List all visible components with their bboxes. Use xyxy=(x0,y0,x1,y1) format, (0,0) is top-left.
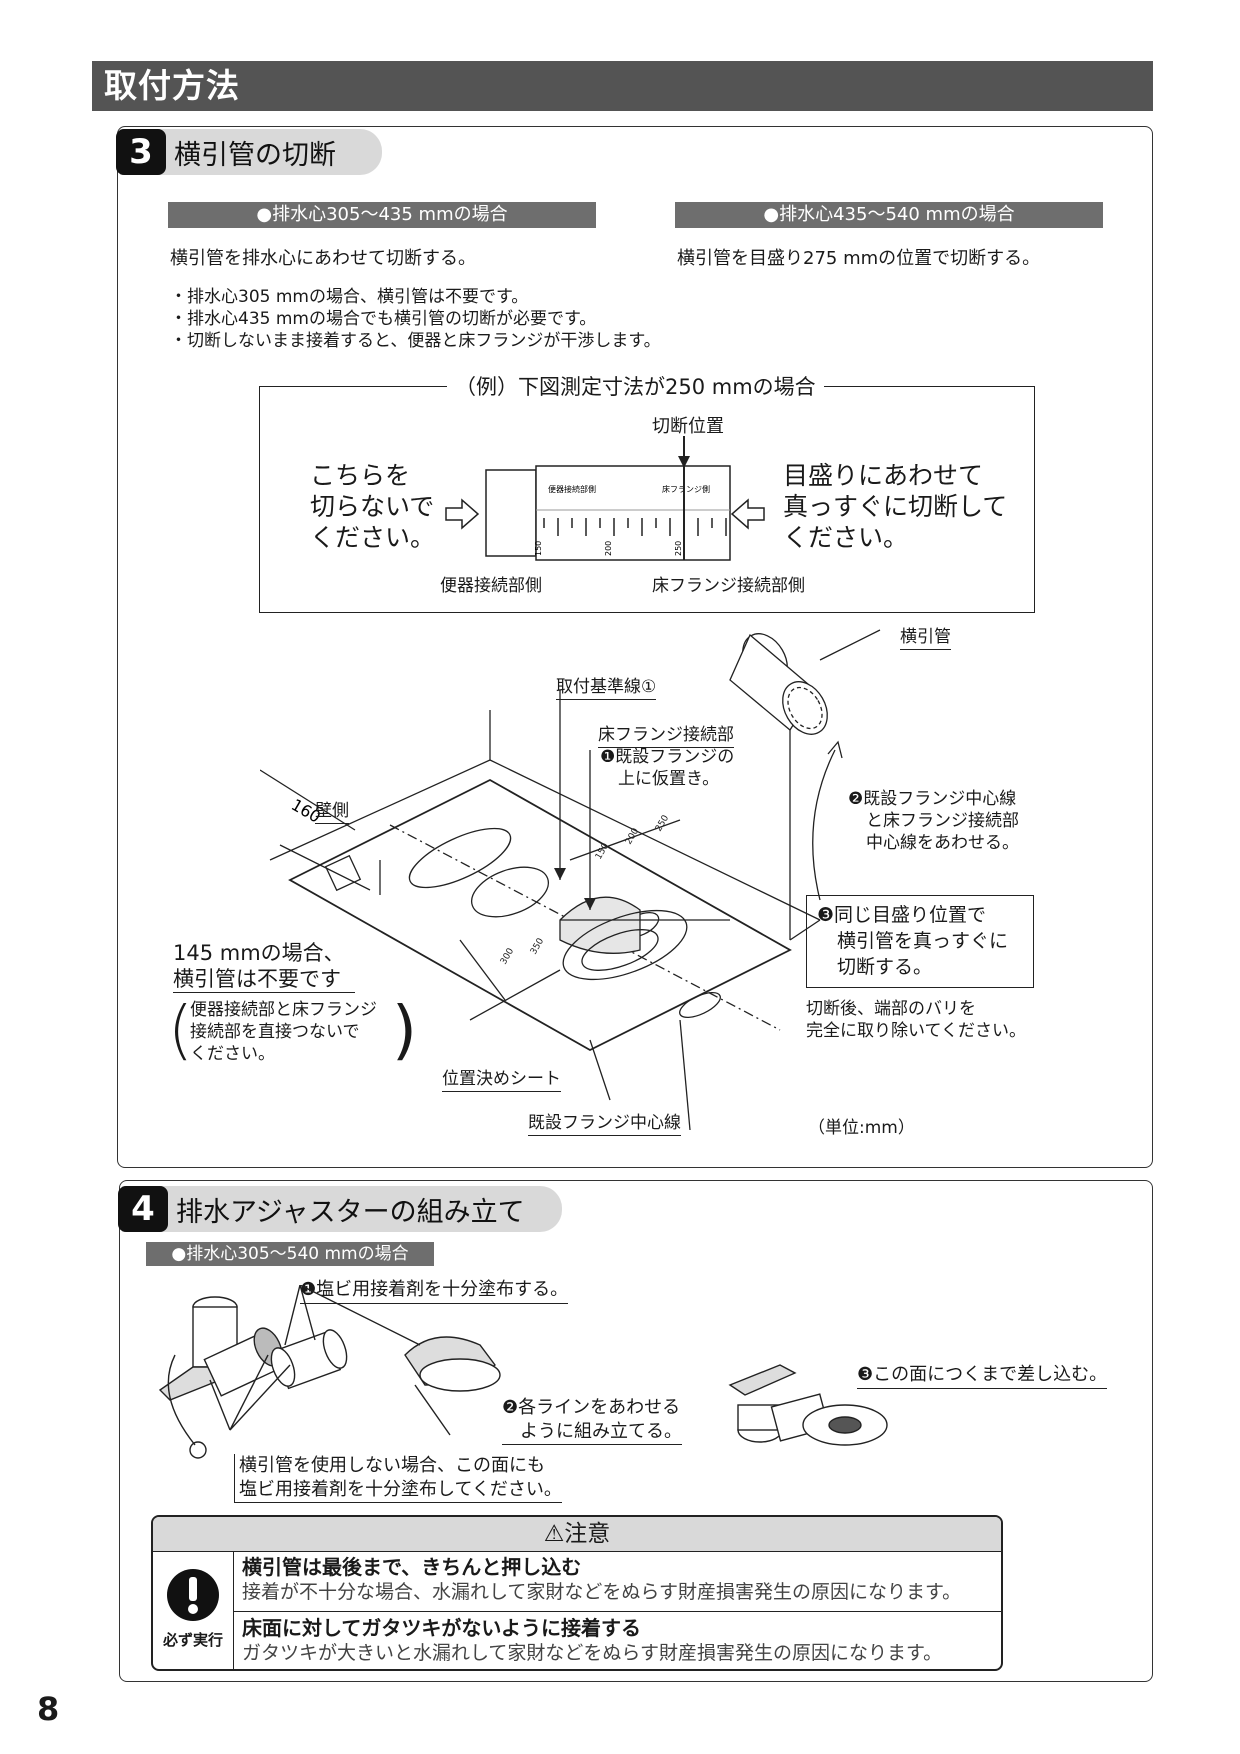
caution-item: 床面に対してガタツキがないように接着する ガタツキが大きいと水漏れして家財などを… xyxy=(234,1612,1001,1669)
installation-diagram: 160 150 200 250 300 350 xyxy=(260,629,881,1131)
mandatory-cell: 必ず実行 xyxy=(153,1551,234,1669)
step1-label: ❶既設フランジの 上に仮置き。 xyxy=(600,746,734,790)
step4-step2-line: ように組み立てる。 xyxy=(520,1421,682,1442)
mandatory-icon xyxy=(167,1569,219,1621)
step3-notes: ・排水心305 mmの場合、横引管は不要です。 ・排水心435 mmの場合でも横… xyxy=(170,286,661,352)
floor-flange-connection-label: 床フランジ接続部 xyxy=(598,720,734,748)
mandatory-label: 必ず実行 xyxy=(162,1631,223,1649)
step4-header: 4 排水アジャスターの組み立て xyxy=(118,1186,562,1232)
step3-callout: ❸同じ目盛り位置で 横引管を真っすぐに 切断する。 xyxy=(806,895,1034,988)
pipe-label-left: 便器接続部側 xyxy=(548,484,596,494)
left-note: こちらを 切らないで ください。 xyxy=(310,460,435,553)
no-pipe-note-line: 塩ビ用接着剤を十分塗布してください。 xyxy=(239,1479,562,1500)
paren-right: ) xyxy=(392,994,417,1068)
after-cut-line: 切断後、端部のバリを xyxy=(806,999,976,1019)
caution-item-title: 床面に対してガタツキがないように接着する xyxy=(242,1616,641,1640)
case-b-label: ●排水心435～540 mmの場合 xyxy=(675,202,1103,228)
left-note-line: 切らないで xyxy=(310,492,435,521)
adjuster-parts-illustration xyxy=(158,1285,501,1459)
step1-line: ❶既設フランジの xyxy=(600,747,735,767)
paren-note: ( 便器接続部と床フランジ 接続部を直接つないで ください。 ) xyxy=(168,995,420,1071)
case-a-instruction: 横引管を排水心にあわせて切断する。 xyxy=(170,248,476,269)
wall-side-label: 壁側 xyxy=(315,796,349,824)
caution-item: 横引管は最後まで、きちんと押し込む 接着が不十分な場合、水漏れして家財などをぬら… xyxy=(234,1551,1001,1612)
step3-line: 横引管を真っすぐに xyxy=(837,930,1009,952)
case-145-line: 横引管は不要です xyxy=(173,967,341,991)
step4-box xyxy=(119,1180,1153,1682)
horizontal-pipe-label: 横引管 xyxy=(900,622,951,650)
note-item: ・排水心435 mmの場合でも横引管の切断が必要です。 xyxy=(170,309,597,329)
step4-step3: ❸この面につくまで差し込む。 xyxy=(857,1360,1108,1389)
no-pipe-note-line: 横引管を使用しない場合、この面にも xyxy=(239,1455,545,1476)
step2-line: 中心線をあわせる。 xyxy=(866,833,1019,853)
step4-step2-line: ❷各ラインをあわせる xyxy=(502,1397,681,1418)
right-note-line: ください。 xyxy=(783,523,909,552)
bottom-left-label: 便器接続部側 xyxy=(440,576,542,596)
step4-case-label: ●排水心305～540 mmの場合 xyxy=(146,1242,434,1266)
right-note-line: 目盛りにあわせて xyxy=(783,461,984,490)
right-note-line: 真っすぐに切断して xyxy=(783,492,1008,521)
note-item: ・切断しないまま接着すると、便器と床フランジが干渉します。 xyxy=(170,331,661,351)
positioning-sheet-label: 位置決めシート xyxy=(442,1064,561,1092)
assembled-adjuster-illustration xyxy=(728,1364,888,1446)
step3-title: 横引管の切断 xyxy=(174,139,336,171)
tick-label: 250 xyxy=(674,541,683,556)
step4-no-pipe-note: 横引管を使用しない場合、この面にも 塩ビ用接着剤を十分塗布してください。 xyxy=(234,1454,562,1503)
step2-label: ❷既設フランジ中心線 と床フランジ接続部 中心線をあわせる。 xyxy=(848,788,1019,854)
step3-box xyxy=(117,126,1153,1168)
step3-line: ❸同じ目盛り位置で xyxy=(817,904,987,926)
page-number: 8 xyxy=(37,1690,60,1728)
paren-note-line: 接続部を直接つないで xyxy=(190,1022,360,1042)
step2-line: ❷既設フランジ中心線 xyxy=(848,789,1017,809)
right-note: 目盛りにあわせて 真っすぐに切断して ください。 xyxy=(783,460,1007,553)
example-title: （例）下図測定寸法が250 mmの場合 xyxy=(447,371,824,401)
note-item: ・排水心305 mmの場合、横引管は不要です。 xyxy=(170,287,529,307)
step3-line: 切断する。 xyxy=(837,956,933,978)
step4-step1: ❶塩ビ用接着剤を十分塗布する。 xyxy=(300,1275,569,1304)
after-cut-line: 完全に取り除いてください。 xyxy=(806,1021,1026,1041)
page-section-header: 取付方法 xyxy=(92,61,1153,111)
case-145-line: 145 mmの場合、 xyxy=(173,941,345,965)
step2-line: と床フランジ接続部 xyxy=(866,811,1019,831)
paren-note-line: ください。 xyxy=(190,1044,275,1064)
left-note-line: ください。 xyxy=(310,523,436,552)
tick-label: 200 xyxy=(604,541,613,556)
existing-flange-center-label: 既設フランジ中心線 xyxy=(528,1108,681,1136)
cut-position-label: 切断位置 xyxy=(652,416,724,437)
cut-pipe-illustration: 便器接続部側 床フランジ側 150 200 250 xyxy=(445,436,765,561)
case-145-note: 145 mmの場合、 横引管は不要です xyxy=(173,940,355,993)
case-b-instruction: 横引管を目盛り275 mmの位置で切断する。 xyxy=(677,248,1041,269)
step3-number: 3 xyxy=(116,129,166,175)
caution-table: ⚠注意 必ず実行 横引管は最後まで、きちんと押し込む 接着が不十分な場合、水漏れ… xyxy=(151,1515,1003,1671)
caution-item-desc: 接着が不十分な場合、水漏れして家財などをぬらす財産損害発生の原因になります。 xyxy=(242,1581,962,1603)
caution-heading: ⚠注意 xyxy=(153,1517,1001,1552)
paren-note-line: 便器接続部と床フランジ xyxy=(190,1000,377,1020)
reference-line-label: 取付基準線① xyxy=(556,672,657,700)
tick-label: 150 xyxy=(534,541,543,556)
bottom-right-label: 床フランジ接続部側 xyxy=(652,576,805,596)
case-a-label: ●排水心305～435 mmの場合 xyxy=(168,202,596,228)
step1-line: 上に仮置き。 xyxy=(618,769,720,789)
left-note-line: こちらを xyxy=(310,461,411,490)
step4-title: 排水アジャスターの組み立て xyxy=(176,1196,525,1228)
unit-label: （単位:mm） xyxy=(808,1118,915,1138)
step3-header: 3 横引管の切断 xyxy=(116,129,382,175)
step4-number: 4 xyxy=(118,1186,168,1232)
after-cut-note: 切断後、端部のバリを 完全に取り除いてください。 xyxy=(806,998,1026,1042)
pipe-label-right: 床フランジ側 xyxy=(662,484,710,494)
caution-item-desc: ガタツキが大きいと水漏れして家財などをぬらす財産損害発生の原因になります。 xyxy=(242,1642,943,1664)
caution-item-title: 横引管は最後まで、きちんと押し込む xyxy=(242,1555,582,1579)
step4-step2: ❷各ラインをあわせる ように組み立てる。 xyxy=(502,1396,682,1445)
paren-left: ( xyxy=(168,994,193,1068)
scale-number: 200 xyxy=(624,826,641,846)
